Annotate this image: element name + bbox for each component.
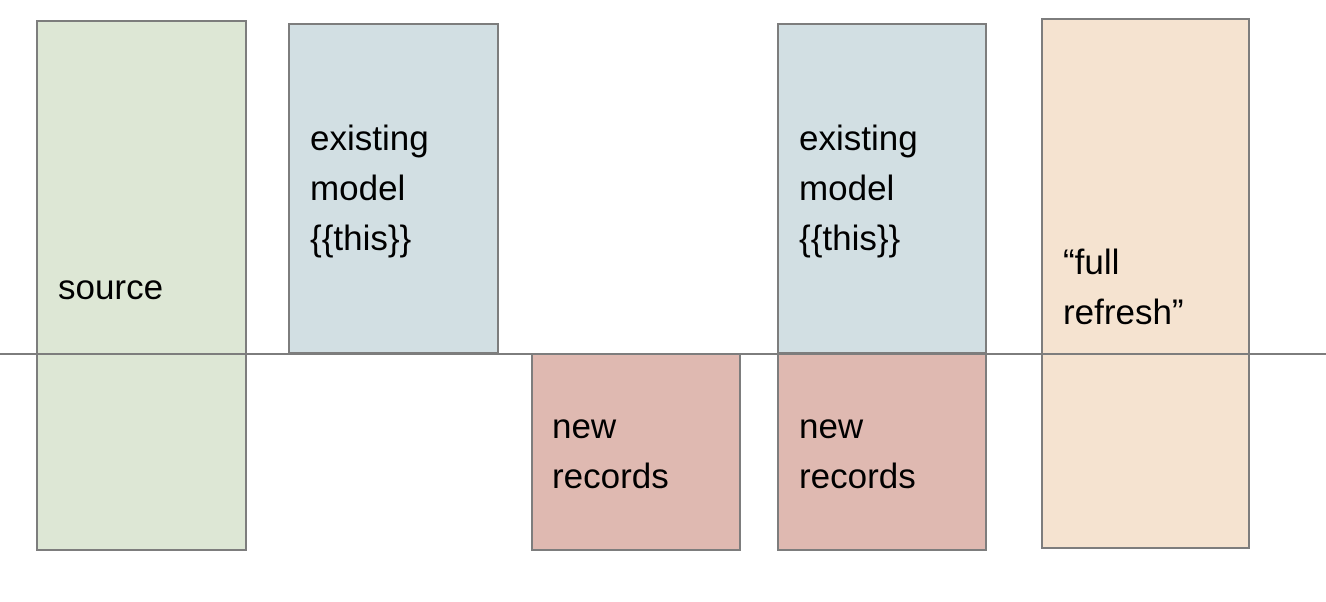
shape-source-box[interactable] xyxy=(36,20,247,551)
shape-new-records-left-box[interactable] xyxy=(531,353,741,551)
shape-full-refresh-label: “full refresh” xyxy=(1063,243,1184,332)
baseline-divider-line xyxy=(0,353,1326,355)
shape-existing-model-left-box[interactable] xyxy=(288,23,499,354)
shape-full-refresh-box[interactable] xyxy=(1041,18,1250,549)
shape-new-records-left-label: new records xyxy=(552,407,669,496)
shape-existing-model-right-box[interactable] xyxy=(777,23,987,354)
shape-new-records-right-label: new records xyxy=(799,407,916,496)
shape-existing-model-right-label: existing model {{this}} xyxy=(799,119,918,258)
shape-existing-model-left-label: existing model {{this}} xyxy=(310,119,429,258)
shape-new-records-right-box[interactable] xyxy=(777,353,987,551)
shape-source-label: source xyxy=(58,268,164,307)
